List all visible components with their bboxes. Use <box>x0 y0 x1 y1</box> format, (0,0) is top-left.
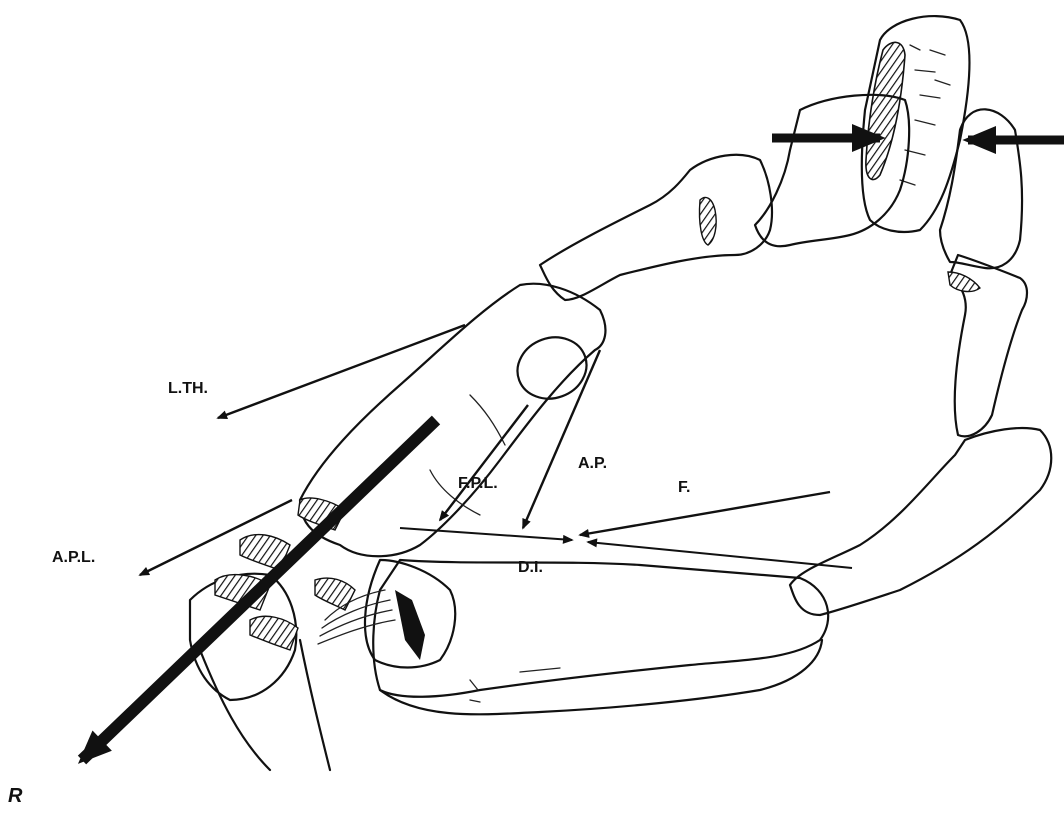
second-metacarpal <box>373 560 828 697</box>
index-middle-phalanx <box>940 109 1022 268</box>
index-finger-bones <box>790 109 1051 615</box>
label-f: F. <box>678 479 690 496</box>
l-th-arrow <box>218 325 465 418</box>
f-arrow <box>580 492 830 535</box>
carpal-bones <box>190 560 828 770</box>
label-f-p-l: F.P.L. <box>458 475 498 492</box>
d-i-arrow-1 <box>400 528 572 540</box>
label-a-p-l: A.P.L. <box>52 549 95 566</box>
finger-ring-splint <box>862 16 970 232</box>
label-a-p: A.P. <box>578 455 607 472</box>
index-metacarpal <box>790 428 1051 615</box>
radius-end <box>200 640 330 770</box>
thumb-metacarpal <box>300 284 605 557</box>
label-r: R <box>8 785 23 807</box>
a-p-arrow <box>523 350 600 528</box>
sesamoid-bone <box>509 328 595 408</box>
thumb-proximal-phalanx <box>540 155 772 300</box>
label-l-th: L.TH. <box>168 380 208 397</box>
label-d-i: D.I. <box>518 559 543 576</box>
f-p-l-arrow <box>440 405 528 520</box>
